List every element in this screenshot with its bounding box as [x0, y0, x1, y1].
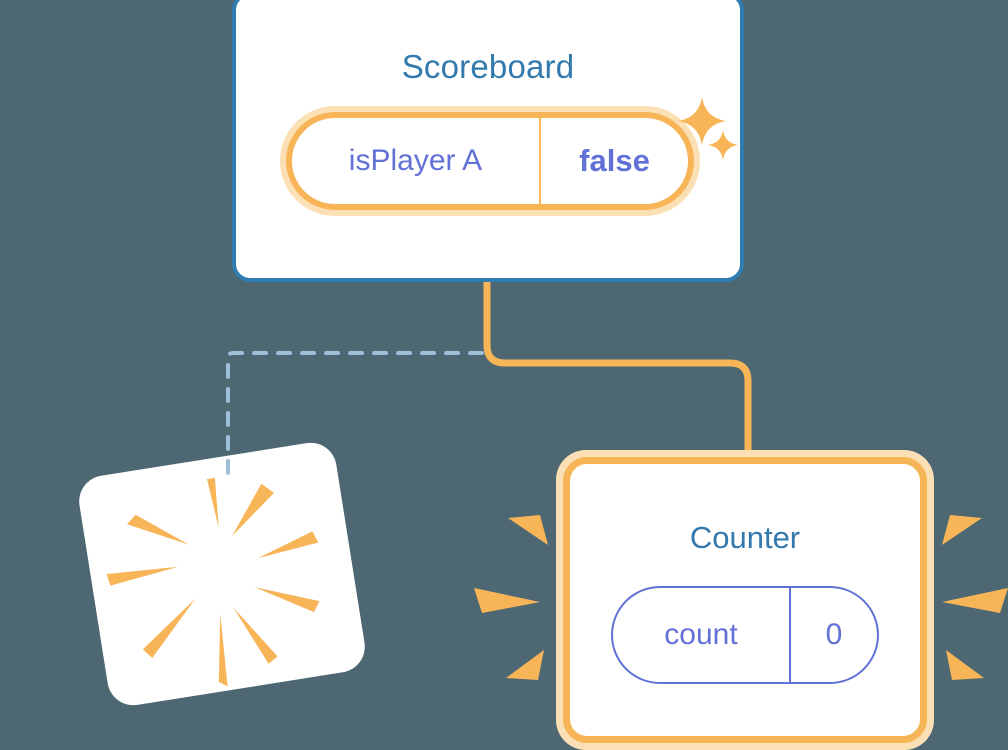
- sparkle-large-icon: [678, 97, 726, 145]
- counter-pill-key: count: [664, 618, 738, 651]
- burst-ray: [233, 607, 278, 664]
- burst-ray-left: [508, 515, 548, 545]
- burst-ray-right: [942, 588, 1008, 613]
- burst-ray-right: [942, 515, 982, 545]
- burst-ray: [127, 514, 190, 545]
- pill-divider: [539, 118, 541, 204]
- burst-ray-left: [506, 650, 544, 680]
- counter-pill-divider: [789, 588, 791, 682]
- burst-ray-left: [474, 588, 540, 613]
- counter-card-title: Counter: [689, 520, 801, 555]
- burst-ray: [232, 483, 274, 536]
- burst-ray: [206, 477, 219, 528]
- tilted-burst-card[interactable]: [75, 439, 369, 709]
- scoreboard-pill-key: isPlayer A: [348, 144, 483, 177]
- burst-ray: [254, 587, 320, 613]
- pill-glow-ring: [280, 106, 700, 216]
- counter-state-pill[interactable]: count 0: [611, 586, 879, 684]
- burst-ray: [218, 613, 228, 687]
- scoreboard-pill-value: false: [579, 143, 650, 178]
- counter-pill-value: 0: [825, 618, 843, 651]
- solid-connector-to-counter: [483, 282, 752, 470]
- scoreboard-state-pill[interactable]: isPlayer A false: [280, 106, 700, 216]
- scoreboard-card[interactable]: Scoreboard isPlayer A false: [232, 0, 744, 282]
- burst-ray: [257, 531, 319, 559]
- burst-ray-right: [946, 650, 984, 680]
- dashed-connector-to-tilted-card: [226, 282, 489, 480]
- burst-ray: [142, 598, 196, 658]
- burst-ray: [106, 566, 179, 586]
- scoreboard-card-title: Scoreboard: [401, 48, 575, 85]
- burst-rays-icon: [106, 477, 320, 687]
- sparkle-small-icon: [708, 130, 738, 160]
- pill-ring: isPlayer A false: [286, 112, 694, 210]
